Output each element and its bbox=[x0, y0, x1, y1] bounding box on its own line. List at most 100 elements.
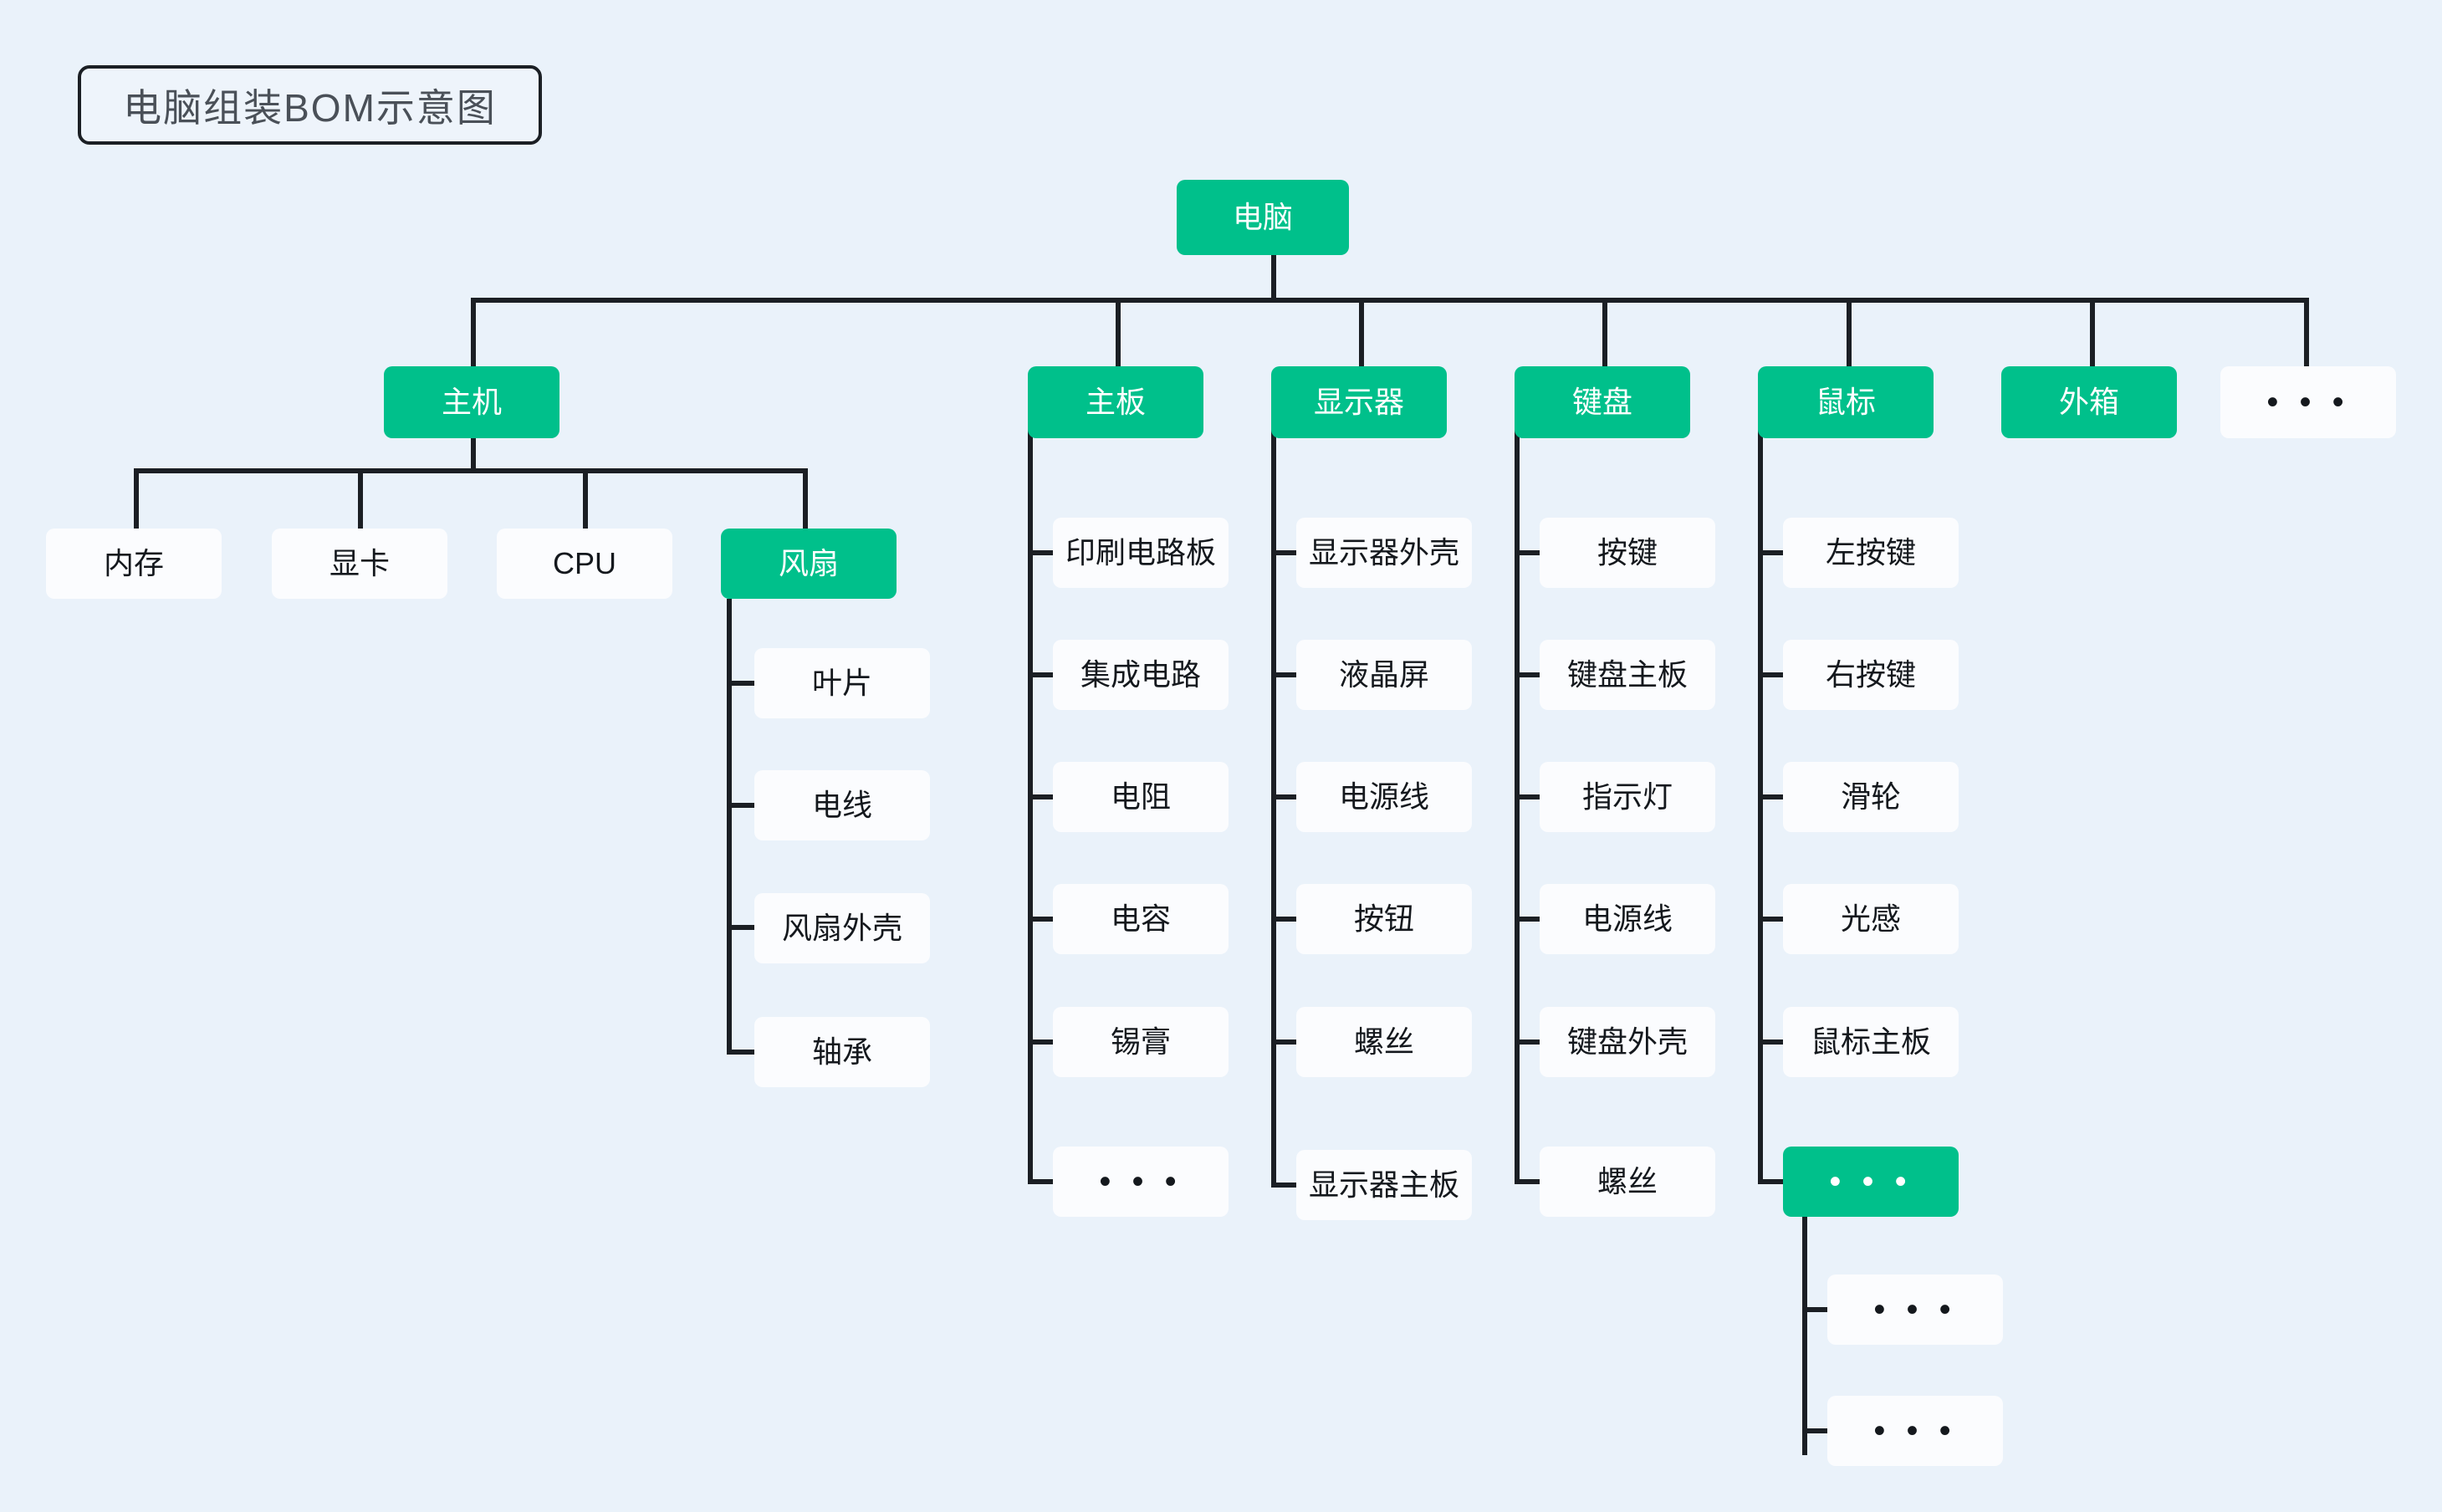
node-label: 电阻 bbox=[1110, 779, 1171, 814]
node-scroll-wheel[interactable]: 滑轮 bbox=[1783, 762, 1959, 832]
node-ic[interactable]: 集成电路 bbox=[1053, 640, 1229, 710]
node-mouse-more-child-1[interactable]: • • • bbox=[1827, 1274, 2003, 1345]
node-label: 显卡 bbox=[329, 546, 390, 580]
node-monitor-shell[interactable]: 显示器外壳 bbox=[1296, 518, 1472, 588]
node-key[interactable]: 按键 bbox=[1540, 518, 1715, 588]
ellipsis-icon: • • • bbox=[1829, 1163, 1913, 1200]
diagram-title-badge: 电脑组装BOM示意图 bbox=[78, 65, 542, 145]
node-keyboard[interactable]: 键盘 bbox=[1515, 366, 1690, 438]
node-label: CPU bbox=[552, 546, 616, 580]
node-mouse[interactable]: 鼠标 bbox=[1758, 366, 1934, 438]
node-label: 按键 bbox=[1596, 535, 1658, 570]
node-mainboard-more[interactable]: • • • bbox=[1053, 1147, 1229, 1217]
node-label: 显示器 bbox=[1313, 385, 1404, 419]
node-resistor[interactable]: 电阻 bbox=[1053, 762, 1229, 832]
node-monitor[interactable]: 显示器 bbox=[1271, 366, 1447, 438]
node-label: 集成电路 bbox=[1080, 657, 1201, 692]
node-monitor-button[interactable]: 按钮 bbox=[1296, 884, 1472, 954]
connector-monitor-stub-6 bbox=[1271, 1183, 1296, 1188]
connector-mainboard-stub-5 bbox=[1028, 1040, 1053, 1045]
node-label: 滑轮 bbox=[1840, 779, 1901, 814]
page-title: 电脑组装BOM示意图 bbox=[123, 85, 497, 130]
connector-fan-stub-3 bbox=[727, 925, 754, 930]
node-label: 鼠标 bbox=[1815, 385, 1876, 419]
connector-monitor-stub-5 bbox=[1271, 1040, 1296, 1045]
connector-fan-stub-2 bbox=[727, 803, 754, 808]
node-mouse-more-child-2[interactable]: • • • bbox=[1827, 1396, 2003, 1466]
node-keyboard-mainboard[interactable]: 键盘主板 bbox=[1540, 640, 1715, 710]
node-label: 键盘主板 bbox=[1566, 657, 1688, 692]
node-pcb[interactable]: 印刷电路板 bbox=[1053, 518, 1229, 588]
node-label: 主机 bbox=[441, 385, 502, 419]
node-fan[interactable]: 风扇 bbox=[721, 529, 897, 599]
connector-drop-case bbox=[2090, 298, 2095, 370]
connector-drop-fan bbox=[803, 468, 808, 542]
node-ram[interactable]: 内存 bbox=[46, 529, 222, 599]
connector-root-stem bbox=[1271, 251, 1276, 301]
node-keyboard-screw[interactable]: 螺丝 bbox=[1540, 1147, 1715, 1217]
node-label: 风扇外壳 bbox=[781, 911, 902, 945]
node-mouse-more[interactable]: • • • bbox=[1783, 1147, 1959, 1217]
node-lcd-panel[interactable]: 液晶屏 bbox=[1296, 640, 1472, 710]
node-host[interactable]: 主机 bbox=[384, 366, 559, 438]
node-label: 锡膏 bbox=[1110, 1024, 1171, 1059]
connector-keyboard-stub-3 bbox=[1515, 794, 1540, 799]
node-solder-paste[interactable]: 锡膏 bbox=[1053, 1007, 1229, 1077]
connector-mousemore-stub-2 bbox=[1802, 1428, 1827, 1433]
node-label: 按钮 bbox=[1353, 902, 1414, 936]
node-label: 电源线 bbox=[1581, 902, 1673, 936]
node-label: 螺丝 bbox=[1353, 1024, 1414, 1059]
connector-mainboard-stub-3 bbox=[1028, 794, 1053, 799]
node-monitor-powercord[interactable]: 电源线 bbox=[1296, 762, 1472, 832]
node-fan-blade[interactable]: 叶片 bbox=[754, 648, 930, 718]
node-label: 右按键 bbox=[1825, 657, 1916, 692]
node-level2-more[interactable]: • • • bbox=[2220, 366, 2396, 438]
node-left-button[interactable]: 左按键 bbox=[1783, 518, 1959, 588]
node-keyboard-powercord[interactable]: 电源线 bbox=[1540, 884, 1715, 954]
node-fan-bearing[interactable]: 轴承 bbox=[754, 1017, 930, 1087]
node-label: 左按键 bbox=[1825, 535, 1916, 570]
node-label: 键盘外壳 bbox=[1566, 1024, 1688, 1059]
node-optical-sensor[interactable]: 光感 bbox=[1783, 884, 1959, 954]
connector-mouse-trunk bbox=[1758, 425, 1763, 1184]
connector-mainboard-stub-1 bbox=[1028, 550, 1053, 555]
node-cpu[interactable]: CPU bbox=[497, 529, 672, 599]
node-capacitor[interactable]: 电容 bbox=[1053, 884, 1229, 954]
node-label: 键盘 bbox=[1571, 385, 1632, 419]
connector-drop-cpu bbox=[583, 468, 588, 542]
node-label: 外箱 bbox=[2058, 385, 2119, 419]
node-root-computer[interactable]: 电脑 bbox=[1177, 180, 1349, 255]
node-label: 内存 bbox=[103, 546, 164, 580]
node-label: 鼠标主板 bbox=[1810, 1024, 1931, 1059]
node-indicator-light[interactable]: 指示灯 bbox=[1540, 762, 1715, 832]
node-gpu[interactable]: 显卡 bbox=[272, 529, 447, 599]
node-monitor-screw[interactable]: 螺丝 bbox=[1296, 1007, 1472, 1077]
connector-mousemore-stub-1 bbox=[1802, 1307, 1827, 1312]
node-mainboard[interactable]: 主板 bbox=[1028, 366, 1203, 438]
connector-monitor-stub-4 bbox=[1271, 917, 1296, 922]
node-right-button[interactable]: 右按键 bbox=[1783, 640, 1959, 710]
node-label: 显示器主板 bbox=[1308, 1167, 1459, 1202]
connector-keyboard-stub-6 bbox=[1515, 1179, 1540, 1184]
node-label: 风扇 bbox=[778, 546, 839, 580]
connector-drop-keyboard bbox=[1602, 298, 1607, 370]
node-monitor-mainboard[interactable]: 显示器主板 bbox=[1296, 1150, 1472, 1220]
connector-drop-gpu bbox=[358, 468, 363, 542]
node-fan-wire[interactable]: 电线 bbox=[754, 770, 930, 840]
node-case[interactable]: 外箱 bbox=[2001, 366, 2177, 438]
connector-keyboard-trunk bbox=[1515, 425, 1520, 1184]
connector-monitor-stub-3 bbox=[1271, 794, 1296, 799]
node-label: 电容 bbox=[1110, 902, 1171, 936]
node-keyboard-shell[interactable]: 键盘外壳 bbox=[1540, 1007, 1715, 1077]
node-label: 印刷电路板 bbox=[1065, 535, 1216, 570]
node-label: 液晶屏 bbox=[1338, 657, 1429, 692]
node-label: 主板 bbox=[1085, 385, 1146, 419]
node-mouse-mainboard[interactable]: 鼠标主板 bbox=[1783, 1007, 1959, 1077]
node-fan-shell[interactable]: 风扇外壳 bbox=[754, 893, 930, 963]
connector-mouse-stub-4 bbox=[1758, 917, 1783, 922]
node-label: 轴承 bbox=[811, 1034, 872, 1069]
connector-mouse-stub-1 bbox=[1758, 550, 1783, 555]
connector-drop-ram bbox=[134, 468, 139, 542]
connector-drop-monitor bbox=[1359, 298, 1364, 370]
